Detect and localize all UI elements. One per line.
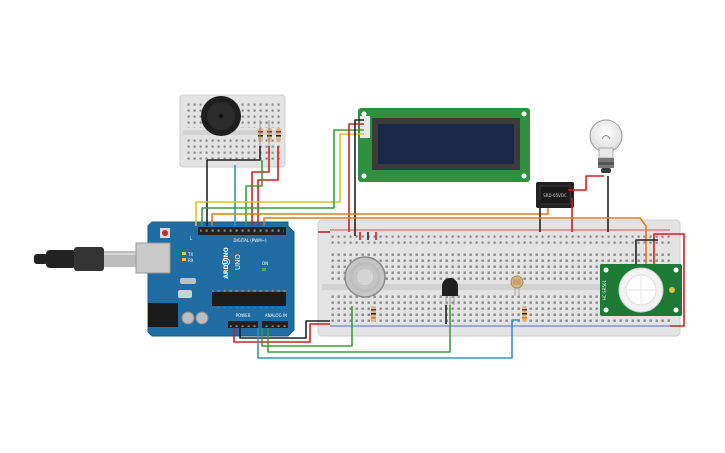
wire-green-temp [267,305,451,353]
wire-green-analog [261,306,353,347]
temperature-sensor[interactable] [442,278,458,305]
wire-red-smallbb-a [251,146,270,226]
arduino-model: UNO [234,254,242,270]
relay-module[interactable]: SRD-05VDC [536,182,574,208]
wire-red-smallbb-b [257,146,279,226]
analog-header-label: ANALOG IN [265,313,287,318]
relay-label: SRD-05VDC [543,193,567,198]
wire-red-power [233,323,330,343]
pir-sensor[interactable]: HC-SR501 [600,264,682,316]
wire-orange-relay [211,208,549,226]
usb-cable[interactable] [34,247,136,271]
tx-label: TX [187,252,193,257]
piezo-buzzer[interactable] [201,96,241,136]
wires[interactable] [195,119,685,359]
main-breadboard-resistors[interactable] [371,306,527,322]
photoresistor[interactable] [510,275,524,296]
wire-red-bulb [568,175,604,191]
reset-button[interactable] [162,230,168,236]
wire-green-lcd [201,129,364,226]
arduino-uno[interactable]: DIGITAL (PWM~) L TX RX ARDUINO UNO ON PO… [135,221,295,337]
digital-header-label: DIGITAL (PWM~) [233,238,267,243]
wire-blue-ldr [257,319,520,359]
wire-red-lcd [348,123,364,232]
wire-black-ground [239,320,330,339]
wire-green-smallbb [245,160,263,226]
pir-label: HC-SR501 [602,279,607,300]
l-led-label: L [190,236,193,241]
wire-black-smallbb [207,146,261,161]
wire-yellow-lcd [195,133,364,226]
wire-red-pir [653,233,685,327]
small-breadboard-resistors[interactable] [258,120,281,146]
wire-black-pir [635,239,658,264]
on-label: ON [262,261,268,266]
arduino-brand: ARDUINO [223,247,230,278]
power-header-label: POWER [236,313,251,318]
rx-label: RX [188,258,194,263]
lcd-16x2[interactable] [358,108,530,182]
gas-sensor[interactable] [344,256,386,298]
wire-orange-pir [263,217,647,264]
wire-black-lcd [354,119,364,236]
light-bulb[interactable] [589,119,623,173]
